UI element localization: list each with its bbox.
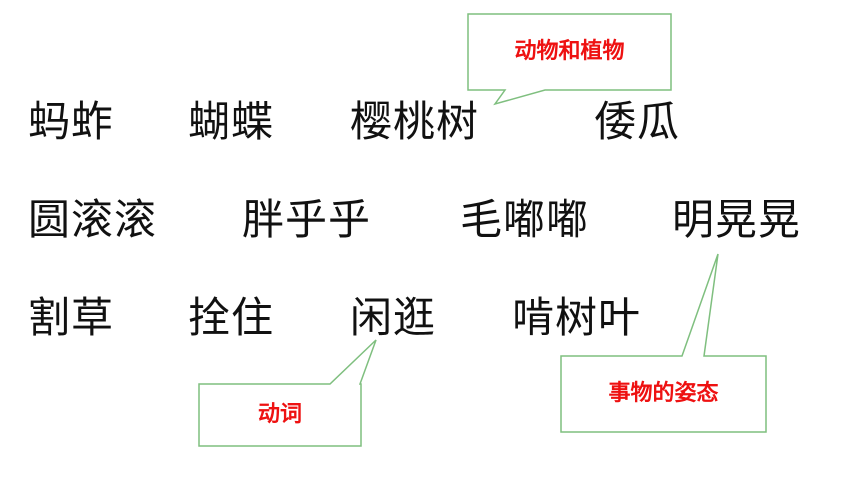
- callout-states-label: 事物的姿态: [608, 381, 719, 406]
- callout-animals-plants-label: 动物和植物: [514, 39, 625, 64]
- word-minghuanghuang: 明晃晃: [672, 195, 802, 244]
- callout-verbs-label: 动词: [257, 402, 302, 427]
- word-xianguang: 闲逛: [350, 293, 437, 342]
- word-row-3: 割草 拴住 闲逛 啃树叶: [0, 288, 860, 348]
- callout-verbs-box: [198, 339, 377, 447]
- word-yingtaoshu: 樱桃树: [350, 97, 480, 146]
- word-row-1: 蚂蚱 蝴蝶 樱桃树 倭瓜: [0, 92, 860, 152]
- word-wogua: 倭瓜: [594, 97, 681, 146]
- word-yuangungun: 圆滚滚: [28, 195, 158, 244]
- word-shuanzhu: 拴住: [188, 293, 275, 342]
- word-gecao: 割草: [28, 293, 115, 342]
- word-panghuhu: 胖乎乎: [242, 195, 372, 244]
- word-kenshuye: 啃树叶: [512, 293, 642, 342]
- word-maodudu: 毛嘟嘟: [460, 195, 590, 244]
- word-row-2: 圆滚滚 胖乎乎 毛嘟嘟 明晃晃: [0, 190, 860, 250]
- word-hudie: 蝴蝶: [188, 97, 275, 146]
- word-mazha: 蚂蚱: [28, 97, 115, 146]
